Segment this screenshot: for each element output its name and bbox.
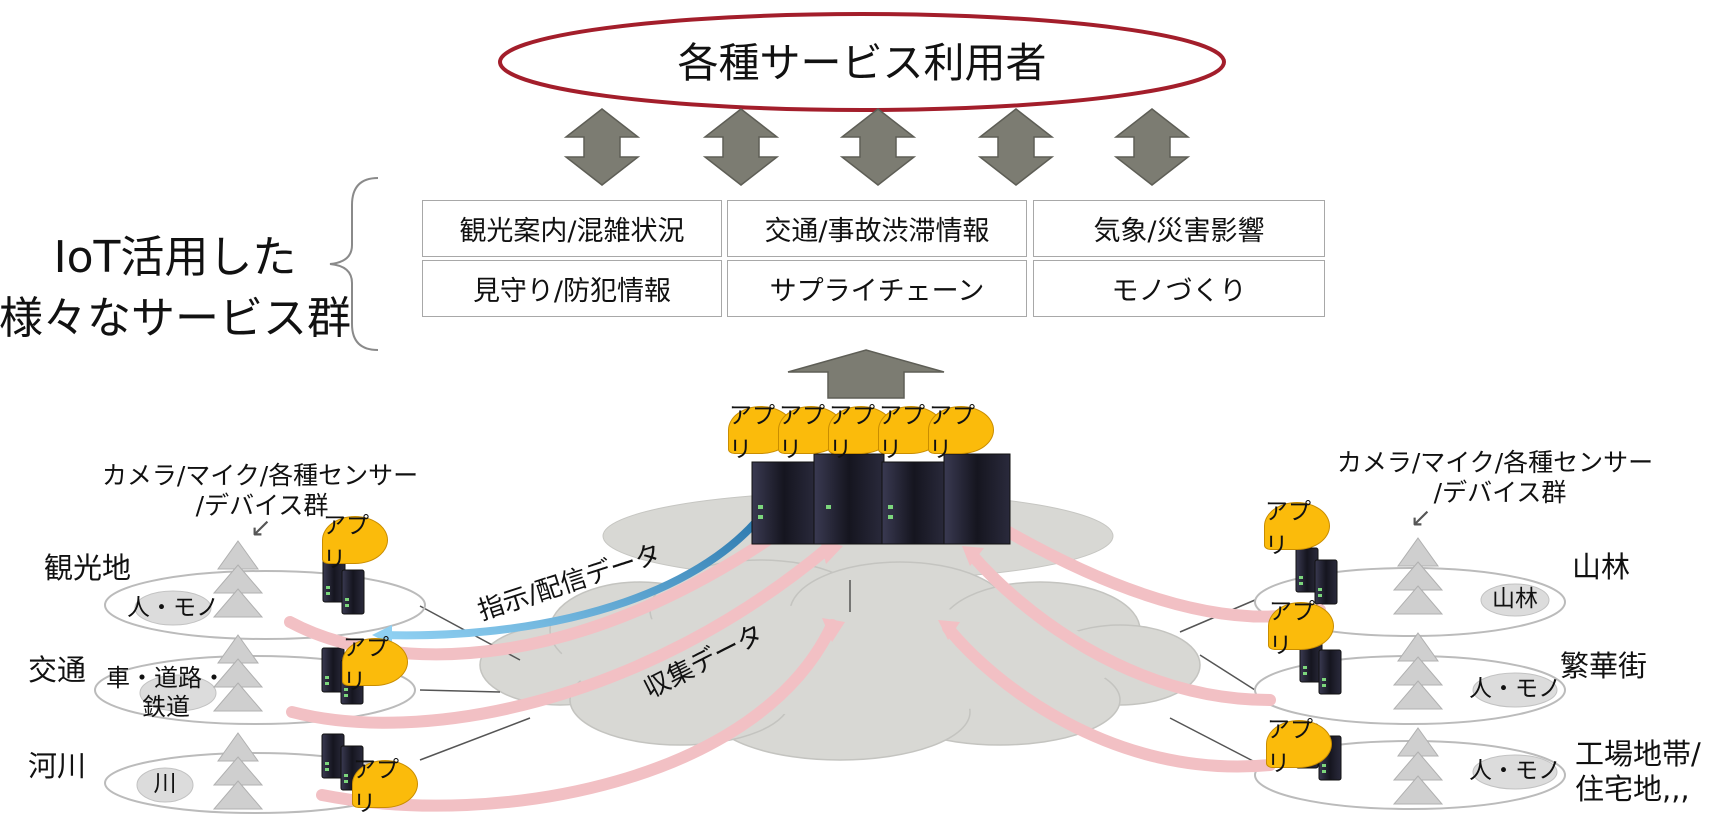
device-group-label: /デバイス群 [1433, 478, 1567, 507]
collected-data-flow [962, 546, 984, 566]
app-bubble-label: アプリ [879, 403, 925, 463]
app-bubble-label: アプリ [1265, 499, 1311, 559]
service-traffic: 交通/事故渋滞情報 [727, 200, 1027, 257]
app-bubble: アプリ [352, 757, 418, 817]
tag-ellipse [1472, 754, 1558, 790]
collected-data-flow [820, 540, 843, 564]
service-manufacturing: モノづくり [1033, 260, 1325, 317]
device-group-label: /デバイス群 [195, 491, 329, 520]
app-bubble: アプリ [1268, 599, 1334, 659]
area-ellipse-forest [1254, 567, 1566, 637]
double-arrow [565, 108, 639, 186]
up-arrow [787, 349, 945, 399]
service-weather: 気象/災害影響 [1033, 200, 1325, 257]
area-label-downtown: 繁華街 [1560, 649, 1648, 683]
area-ellipse-traffic [94, 655, 416, 725]
double-arrow [1115, 108, 1189, 186]
device-pointer-icon: ↙ [1410, 503, 1432, 533]
app-bubble-label: アプリ [729, 403, 775, 463]
tag-label: 人・モノ [1469, 758, 1561, 784]
service-tourism: 観光案内/混雑状況 [422, 200, 722, 257]
tag-label: 山林 [1492, 586, 1538, 612]
tag-label: 人・モノ [1469, 676, 1561, 702]
double-arrow [979, 108, 1053, 186]
collected-data-flow [966, 549, 1276, 706]
collected-data-flow [822, 618, 845, 642]
device-icon [1393, 632, 1443, 710]
app-bubble-label: アプリ [1267, 717, 1313, 777]
users-ellipse [498, 12, 1226, 112]
area-label-forest: 山林 [1572, 550, 1631, 584]
collected-data-flow [938, 620, 960, 640]
collected-data-flow [286, 542, 834, 729]
app-bubble: アプリ [1264, 499, 1330, 559]
app-bubble: アプリ [322, 513, 388, 573]
app-bubble: アプリ [342, 635, 408, 695]
users-label: 各種サービス利用者 [677, 39, 1047, 87]
device-icon [213, 540, 263, 618]
collected-data-flow [284, 489, 836, 661]
device-group-label: カメラ/マイク/各種センサー [101, 461, 419, 490]
app-bubble: アプリ [1266, 717, 1332, 777]
instruction-data-flow [378, 488, 782, 640]
area-label-traffic: 交通 [28, 653, 87, 687]
app-bubble-label: アプリ [779, 403, 825, 463]
service-group-label: 様々なサービス群 [0, 293, 351, 344]
collected-data-flow [942, 622, 1276, 773]
double-arrow [704, 108, 778, 186]
tag-ellipse [1472, 672, 1558, 708]
double-arrow [841, 108, 915, 186]
curly-brace [329, 177, 379, 351]
tag-ellipse [1480, 583, 1550, 617]
tag-label: 人・モノ [127, 595, 219, 621]
device-group-label: カメラ/マイク/各種センサー [1336, 448, 1654, 477]
app-bubble-label: アプリ [929, 403, 975, 463]
device-icon [213, 732, 263, 810]
tag-ellipse [136, 767, 194, 803]
tag-label: 車・道路・ 鉄道 [106, 664, 226, 722]
area-ellipse-tourism [104, 570, 426, 640]
area-label-tourism: 観光地 [44, 551, 132, 585]
app-bubble-label: アプリ [829, 403, 875, 463]
central-servers [751, 453, 1011, 545]
tag-ellipse [139, 674, 217, 712]
app-bubble-label: アプリ [323, 513, 369, 573]
service-watch: 見守り/防犯情報 [422, 260, 722, 317]
app-bubble-label: アプリ [343, 635, 389, 695]
service-group-label: IoT活用した [53, 232, 297, 283]
app-bubble: アプリ [928, 403, 994, 463]
app-bubble-label: アプリ [353, 757, 399, 817]
tag-ellipse [134, 590, 212, 626]
tag-label: 川 [153, 771, 177, 797]
device-icon [1393, 727, 1443, 805]
app-bubble-label: アプリ [1269, 599, 1315, 659]
device-icon [1393, 537, 1443, 615]
area-label-industrial: 工場地帯/ 住宅地,,, [1575, 737, 1701, 806]
device-pointer-icon: ↙ [250, 513, 272, 543]
service-supply-chain: サプライチェーン [727, 260, 1027, 317]
area-label-river: 河川 [28, 749, 87, 783]
